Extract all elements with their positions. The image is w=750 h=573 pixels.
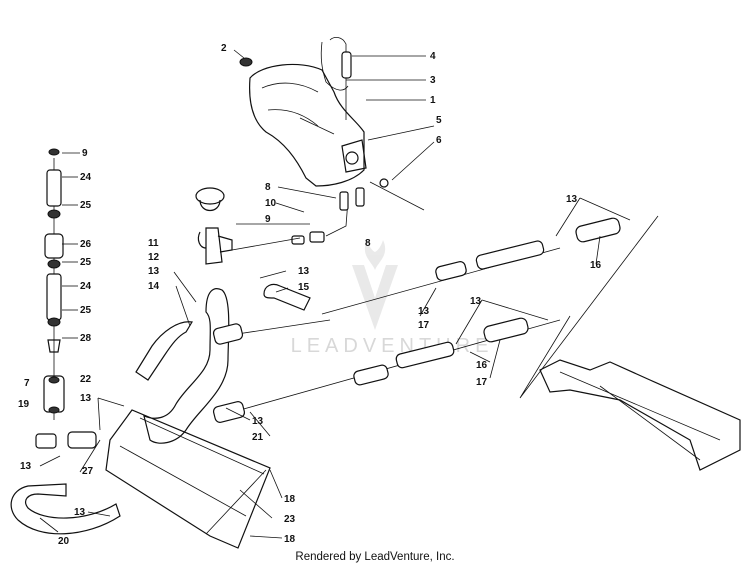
filler-cap-11 [195, 187, 233, 265]
rear-heat-exchanger [539, 359, 741, 471]
callout-13-mid-right: 13 [470, 296, 482, 307]
callout-26: 26 [80, 239, 92, 250]
tank-cap-2 [239, 57, 253, 67]
main-hose-14 [135, 288, 230, 444]
callout-21: 21 [252, 432, 264, 443]
callout-13-upper-right: 13 [566, 194, 578, 205]
callout-25-upper: 25 [80, 200, 92, 211]
callout-leaders [39, 49, 631, 539]
callout-13-bottom: 13 [74, 507, 86, 518]
callout-9-center: 9 [265, 214, 271, 225]
callout-7: 7 [24, 378, 30, 389]
callout-25-middle: 25 [80, 257, 92, 268]
callout-10: 10 [265, 198, 277, 209]
callout-23: 23 [284, 514, 296, 525]
callout-4: 4 [430, 51, 436, 62]
callout-15: 15 [298, 282, 310, 293]
callout-13-left: 13 [80, 393, 92, 404]
bottom-left-hose-20 [10, 431, 121, 535]
hose-fittings-8-10 [231, 187, 365, 251]
callout-1: 1 [430, 95, 436, 106]
heat-exchanger-23 [105, 409, 271, 549]
callout-6: 6 [436, 135, 442, 146]
callout-27: 27 [82, 466, 94, 477]
callout-18-upper: 18 [284, 494, 296, 505]
watermark-logo [352, 240, 398, 330]
callout-22: 22 [80, 374, 92, 385]
render-credit: Rendered by LeadVenture, Inc. [295, 551, 455, 563]
callout-8-lower: 8 [365, 238, 371, 249]
callout-12: 12 [148, 252, 160, 263]
callout-19: 19 [18, 399, 30, 410]
callout-2: 2 [221, 43, 227, 54]
callout-20: 20 [58, 536, 70, 547]
callout-24-lower: 24 [80, 281, 92, 292]
callout-16-lower: 16 [476, 360, 488, 371]
callout-17-upper: 17 [418, 320, 430, 331]
upper-hose-line [212, 215, 659, 399]
callout-13-bottom-left: 13 [20, 461, 32, 472]
callout-16-upper: 16 [590, 260, 602, 271]
callout-18-lower: 18 [284, 534, 296, 545]
callout-8-upper: 8 [265, 182, 271, 193]
callout-24-upper: 24 [80, 172, 92, 183]
callout-9-left: 9 [82, 148, 88, 159]
callout-25-lower: 25 [80, 305, 92, 316]
callout-17-lower: 17 [476, 377, 488, 388]
coolant-tank [249, 36, 425, 211]
callout-5: 5 [436, 115, 442, 126]
callout-13-center: 13 [298, 266, 310, 277]
lower-hose-line [212, 317, 561, 423]
callout-13-lower: 13 [252, 416, 264, 427]
callout-3: 3 [430, 75, 436, 86]
left-hose-stack [43, 148, 65, 420]
callout-11: 11 [148, 238, 159, 249]
callout-14: 14 [148, 281, 160, 292]
callout-13-upper-left: 13 [148, 266, 160, 277]
callout-13-mid: 13 [418, 306, 430, 317]
callout-28: 28 [80, 333, 92, 344]
